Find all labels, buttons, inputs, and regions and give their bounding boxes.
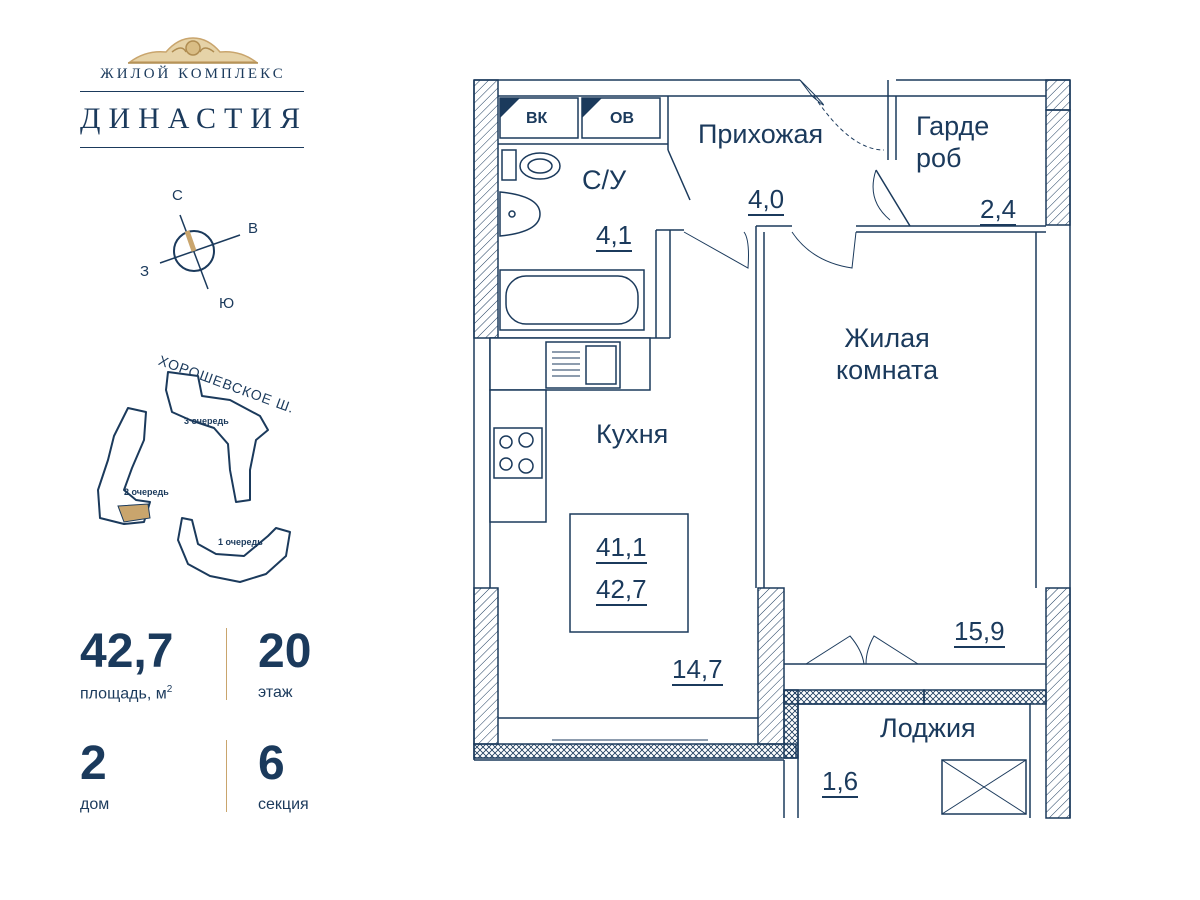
compass-icon xyxy=(159,214,241,290)
stat-house-value: 2 xyxy=(80,737,107,790)
living-room-label-line1: Жилая xyxy=(844,323,930,353)
loggia-label: Лоджия xyxy=(880,713,976,743)
stat-area-value: 42,7 xyxy=(80,625,174,678)
living-room-label-line2: комната xyxy=(836,355,939,386)
hall-area: 4,0 xyxy=(748,184,785,216)
site-queue2-label: 2 очередь xyxy=(124,487,169,497)
logo-ornament-icon xyxy=(127,37,259,64)
stat-divider xyxy=(226,628,227,700)
logo-rule xyxy=(80,91,304,92)
shaft-ov-label: ОВ xyxy=(610,110,634,127)
living-room-area: 15,9 xyxy=(954,616,1005,648)
stat-divider xyxy=(226,740,227,812)
shaft-vk-label: ВК xyxy=(526,110,548,127)
site-queue1-label: 1 очередь xyxy=(218,537,263,547)
stat-floor-label: этаж xyxy=(258,684,293,701)
wardrobe-area: 2,4 xyxy=(980,194,1017,226)
floorplan-drawing xyxy=(473,79,1071,819)
logo-subtitle: ЖИЛОЙ КОМПЛЕКС xyxy=(100,66,286,82)
stat-floor-value: 20 xyxy=(258,625,312,678)
logo-rule xyxy=(80,147,304,148)
stat-section-value: 6 xyxy=(258,737,285,790)
stat-section-label: секция xyxy=(258,796,309,813)
logo-title: ДИНАСТИЯ xyxy=(80,102,308,135)
wardrobe-label: Гарде роб xyxy=(916,110,989,175)
kitchen-label: Кухня xyxy=(596,419,669,449)
site-queue3-label: 3 очередь xyxy=(184,416,229,426)
compass-west: З xyxy=(140,263,150,280)
living-room-label: Жилая комната xyxy=(836,322,938,387)
total-area: 42,7 xyxy=(596,574,647,606)
stat-area-label-text: площадь, м xyxy=(80,685,167,703)
stat-area-label: площадь, м2 xyxy=(80,684,172,703)
bathroom-label: С/У xyxy=(582,165,627,195)
compass-east: В xyxy=(248,220,259,237)
bathroom-area: 4,1 xyxy=(596,220,633,252)
loggia-area: 1,6 xyxy=(822,766,859,798)
total-living-area: 41,1 xyxy=(596,532,647,564)
wardrobe-label-line1: Гарде xyxy=(916,111,990,141)
compass-north: С xyxy=(172,187,183,204)
site-plan-map xyxy=(97,371,291,583)
stat-house-label: дом xyxy=(80,796,110,813)
kitchen-area: 14,7 xyxy=(672,654,723,686)
wardrobe-label-line2: роб xyxy=(916,143,962,174)
hall-label: Прихожая xyxy=(698,119,824,149)
compass-south: Ю xyxy=(219,295,235,312)
stat-area-unit-sup: 2 xyxy=(166,684,173,695)
